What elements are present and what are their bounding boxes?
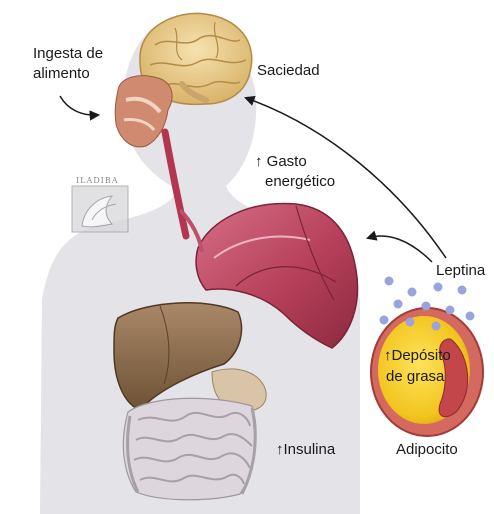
arrow-ingesta-to-mouth xyxy=(60,96,98,115)
logo-text: ILADIBA xyxy=(76,176,118,185)
label-ingesta-line2: alimento xyxy=(33,64,90,83)
label-ingesta-line1: Ingesta de xyxy=(33,44,103,63)
label-gasto-line1: ↑ Gasto xyxy=(255,152,307,171)
label-insulina: ↑Insulina xyxy=(276,440,335,459)
arrow-leptina-to-muscle xyxy=(368,236,432,262)
label-saciedad: Saciedad xyxy=(257,61,320,80)
label-adipocito: Adipocito xyxy=(396,440,458,459)
label-deposito-line2: de grasa xyxy=(386,367,444,386)
intestines xyxy=(123,398,256,499)
label-deposito-line1: ↑Depósito xyxy=(384,346,451,365)
label-gasto-line2: energético xyxy=(265,172,335,191)
label-leptina: Leptina xyxy=(436,261,485,280)
iladiba-logo xyxy=(72,186,128,232)
